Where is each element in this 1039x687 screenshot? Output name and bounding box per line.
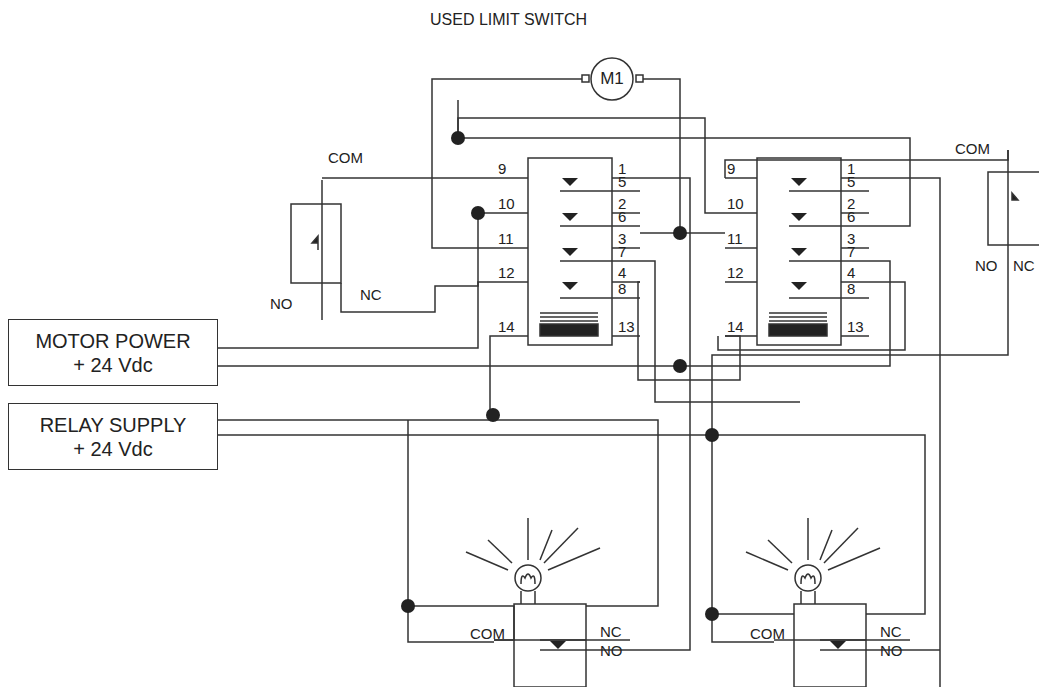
- pin-number: 13: [618, 319, 635, 335]
- pin-number: 14: [498, 319, 515, 335]
- pin-number: 5: [618, 174, 626, 190]
- pin-number: 12: [498, 265, 515, 281]
- node-text: + 24 Vdc: [73, 353, 153, 377]
- terminal-label: NO: [880, 643, 903, 659]
- terminal-label: NC: [1013, 258, 1035, 274]
- terminal-label: COM: [470, 626, 505, 642]
- node-text: + 24 Vdc: [73, 437, 153, 461]
- pin-number: 9: [727, 161, 735, 177]
- pin-number: 7: [618, 244, 626, 260]
- node-text: RELAY SUPPLY: [40, 413, 187, 437]
- power-box: MOTOR POWER+ 24 Vdc: [8, 319, 218, 386]
- pin-number: 14: [727, 319, 744, 335]
- terminal-label: NC: [360, 287, 382, 303]
- pin-number: 11: [727, 231, 743, 247]
- terminal-label: NO: [975, 258, 998, 274]
- motor-symbol: M1: [590, 57, 634, 101]
- terminal-label: NC: [600, 624, 622, 640]
- terminal-label: NO: [600, 643, 623, 659]
- pin-number: 13: [847, 319, 864, 335]
- terminal-label: NO: [270, 296, 293, 312]
- terminal-label: COM: [328, 150, 363, 166]
- pin-number: 6: [847, 209, 855, 225]
- terminal-label: COM: [750, 626, 785, 642]
- terminal-label: COM: [955, 141, 990, 157]
- pin-number: 4: [618, 265, 626, 281]
- pin-number: 10: [498, 196, 515, 212]
- title-label: USED LIMIT SWITCH: [430, 12, 587, 28]
- pin-number: 6: [618, 209, 626, 225]
- pin-number: 10: [727, 196, 744, 212]
- pin-number: 12: [727, 265, 744, 281]
- pin-number: 8: [847, 281, 855, 297]
- pin-number: 9: [498, 161, 506, 177]
- pin-number: 11: [498, 231, 514, 247]
- pin-number: 7: [847, 244, 855, 260]
- terminal-label: NC: [880, 624, 902, 640]
- node-text: MOTOR POWER: [35, 329, 190, 353]
- node-text: M1: [600, 70, 624, 88]
- pin-number: 4: [847, 265, 855, 281]
- pin-number: 5: [847, 174, 855, 190]
- pin-number: 8: [618, 281, 626, 297]
- power-box: RELAY SUPPLY+ 24 Vdc: [8, 403, 218, 470]
